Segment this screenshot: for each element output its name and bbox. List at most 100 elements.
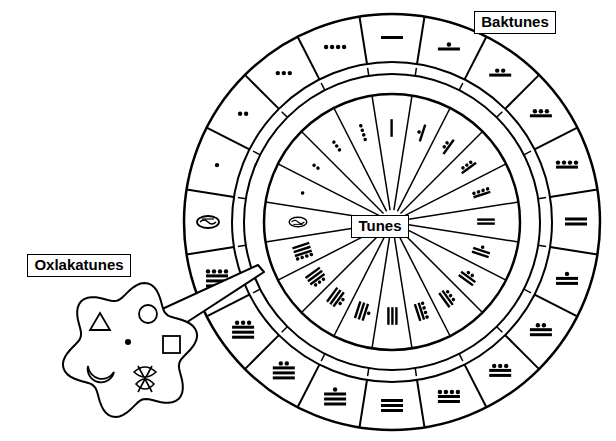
bar-glyph — [489, 74, 511, 77]
spoke — [302, 231, 384, 313]
ring-tick — [282, 112, 288, 118]
label-box: Tunes — [351, 215, 409, 238]
label-text: Oxlakatunes — [34, 256, 123, 274]
cell-divider — [245, 335, 279, 369]
cell-divider — [417, 17, 425, 64]
bar-glyph — [273, 376, 295, 379]
dot-glyph — [504, 364, 508, 368]
bar-glyph — [477, 222, 495, 224]
dot-glyph — [562, 160, 566, 164]
dot-glyph — [362, 133, 366, 137]
spoke — [404, 202, 519, 220]
bar-glyph — [473, 191, 490, 199]
bar-glyph — [438, 292, 450, 308]
dot-glyph — [295, 257, 299, 261]
dot-glyph — [480, 245, 484, 249]
baktun-numeral — [215, 163, 219, 167]
ring-tick — [524, 289, 531, 293]
dot-glyph — [422, 306, 426, 310]
dot-glyph — [363, 137, 367, 141]
ring-tick — [497, 327, 503, 333]
dot-glyph — [542, 323, 546, 327]
dot-glyph — [300, 255, 304, 259]
dot-glyph — [568, 160, 572, 164]
dot-glyph — [417, 130, 421, 134]
dot-glyph — [206, 269, 210, 273]
bar-glyph — [472, 251, 489, 259]
dot-glyph — [285, 361, 289, 365]
bar-glyph — [458, 274, 474, 286]
ring-tick — [238, 245, 246, 246]
bar-glyph — [390, 119, 392, 137]
spoke — [372, 234, 390, 349]
baktun-numeral — [238, 112, 248, 116]
callout — [63, 265, 264, 417]
dot-glyph — [331, 140, 336, 145]
dot-glyph — [536, 323, 540, 327]
wheel — [184, 14, 600, 430]
cell-divider — [360, 17, 368, 64]
dot-glyph — [447, 42, 451, 46]
tun-numeral — [305, 267, 328, 289]
cell-divider — [207, 128, 250, 150]
spoke — [401, 231, 483, 313]
baktun-numeral — [438, 42, 460, 50]
dot-glyph — [212, 269, 216, 273]
bar-glyph — [461, 162, 477, 174]
baktun-numeral — [530, 323, 552, 336]
baktun-numeral — [273, 361, 295, 379]
dot-glyph — [244, 112, 248, 116]
dot-glyph — [501, 68, 505, 72]
dot-glyph — [276, 71, 280, 75]
shell-glyph — [293, 224, 303, 225]
cell-divider — [298, 37, 320, 80]
dot-glyph — [574, 160, 578, 164]
baktun-numeral — [556, 272, 578, 285]
ring-tick — [368, 68, 369, 76]
bar-glyph — [565, 218, 587, 221]
bar-glyph — [232, 326, 254, 329]
bar-glyph — [489, 369, 511, 372]
baktun-numeral — [556, 160, 578, 168]
bar-glyph — [273, 366, 295, 369]
square-symbol — [163, 336, 180, 353]
dot-glyph — [450, 390, 454, 394]
dot-glyph — [288, 71, 292, 75]
circle-symbol — [139, 305, 157, 323]
baktun-numeral — [232, 321, 254, 339]
dot-glyph — [282, 71, 286, 75]
shell-glyph — [200, 220, 216, 224]
bar-glyph — [381, 36, 403, 39]
bar-glyph — [556, 277, 578, 280]
ring-tick — [282, 327, 288, 333]
dot-glyph — [241, 321, 245, 325]
dot-glyph — [337, 147, 342, 152]
crescent-symbol — [88, 366, 114, 382]
bar-glyph — [232, 336, 254, 339]
ring-tick — [538, 245, 546, 246]
dot-glyph — [423, 310, 427, 314]
cell-divider — [535, 128, 578, 150]
baktun-numeral — [197, 216, 219, 228]
bar-glyph — [387, 307, 389, 325]
tun-numeral — [331, 140, 342, 153]
knot-symbol — [134, 366, 156, 392]
bar-glyph — [530, 114, 552, 117]
dot-glyph — [309, 252, 313, 256]
dot-glyph — [215, 163, 219, 167]
inner-disk — [264, 94, 520, 350]
bar-glyph — [381, 399, 403, 402]
dot-glyph — [533, 109, 537, 113]
spoke — [302, 132, 384, 214]
spoke — [394, 96, 412, 211]
tun-numeral — [300, 191, 304, 195]
dot-glyph — [324, 45, 328, 49]
bar-glyph — [530, 328, 552, 331]
spoke — [334, 108, 387, 211]
tun-numeral — [439, 137, 455, 155]
bar-glyph — [442, 139, 454, 155]
dot-glyph — [556, 160, 560, 164]
bar-glyph — [206, 274, 228, 277]
ring-tick — [321, 354, 325, 361]
bar-glyph — [273, 371, 295, 374]
